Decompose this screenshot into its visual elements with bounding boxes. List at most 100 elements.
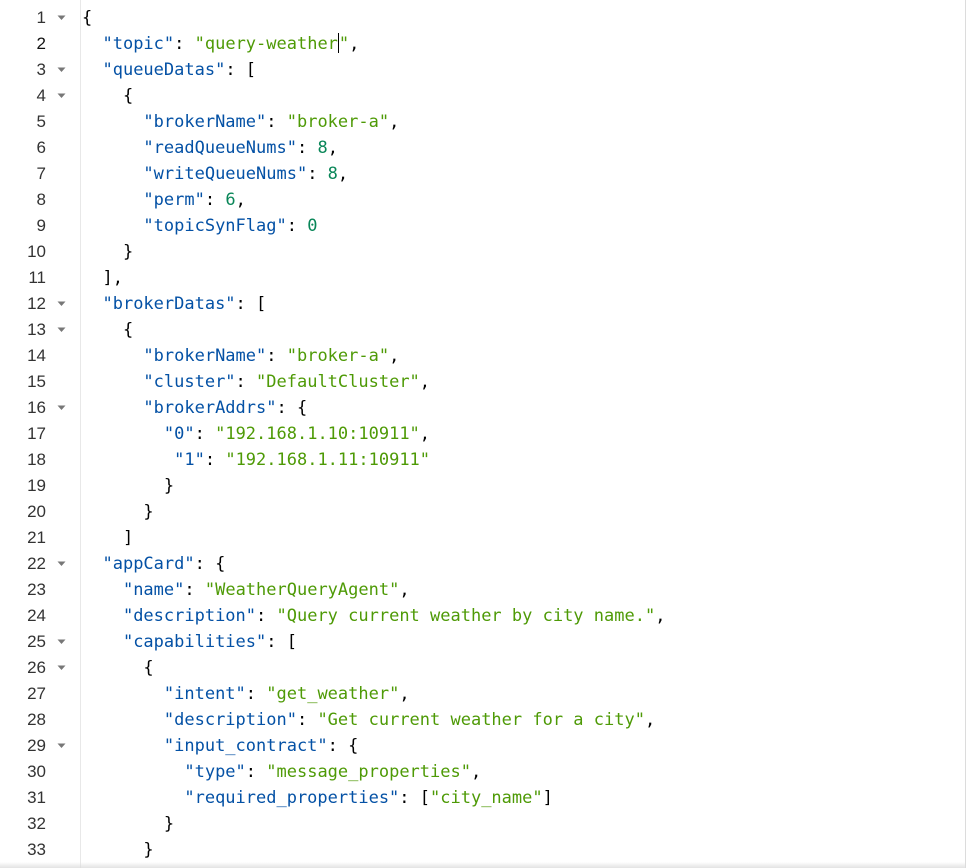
code-line[interactable]: 5 "brokerName": "broker-a",: [0, 109, 966, 135]
code-content[interactable]: "capabilities": [: [82, 629, 297, 655]
code-content[interactable]: "perm": 6,: [82, 187, 245, 213]
indent: [82, 658, 143, 678]
code-line[interactable]: 23 "name": "WeatherQueryAgent",: [0, 577, 966, 603]
json-punctuation: {: [122, 320, 134, 340]
code-content[interactable]: "brokerName": "broker-a",: [82, 343, 399, 369]
code-content[interactable]: "intent": "get_weather",: [82, 681, 410, 707]
code-content[interactable]: "topicSynFlag": 0: [82, 213, 317, 239]
code-line[interactable]: 8 "perm": 6,: [0, 187, 966, 213]
line-number: 22: [27, 554, 46, 573]
json-punctuation: }: [143, 840, 154, 860]
code-line[interactable]: 16 "brokerAddrs": {: [0, 395, 966, 421]
code-line[interactable]: 27 "intent": "get_weather",: [0, 681, 966, 707]
line-number: 33: [27, 840, 46, 859]
code-line[interactable]: 31 "required_properties": ["city_name"]: [0, 785, 966, 811]
code-line[interactable]: 17 "0": "192.168.1.10:10911",: [0, 421, 966, 447]
fold-toggle-icon[interactable]: [56, 551, 66, 577]
code-line[interactable]: 2 "topic": "query-weather",: [0, 31, 966, 57]
code-line[interactable]: 19 }: [0, 473, 966, 499]
indent: [82, 190, 143, 210]
code-content[interactable]: "type": "message_properties",: [82, 759, 481, 785]
code-line[interactable]: 11 ],: [0, 265, 966, 291]
code-content[interactable]: "0": "192.168.1.10:10911",: [82, 421, 430, 447]
json-punctuation: ,: [644, 710, 656, 730]
code-line[interactable]: 15 "cluster": "DefaultCluster",: [0, 369, 966, 395]
code-line[interactable]: 30 "type": "message_properties",: [0, 759, 966, 785]
json-key: "brokerName": [143, 112, 267, 132]
json-punctuation: :: [286, 216, 308, 236]
fold-toggle-icon[interactable]: [56, 395, 66, 421]
code-line[interactable]: 1{: [0, 5, 966, 31]
code-line[interactable]: 4 {: [0, 83, 966, 109]
code-content[interactable]: "input_contract": {: [82, 733, 358, 759]
json-string: "Get current weather for a city": [317, 710, 645, 730]
code-content[interactable]: }: [82, 837, 154, 863]
code-line[interactable]: 28 "description": "Get current weather f…: [0, 707, 966, 733]
code-content[interactable]: "description": "Get current weather for …: [82, 707, 655, 733]
code-content[interactable]: }: [82, 811, 174, 837]
code-content[interactable]: "brokerDatas": [: [82, 291, 266, 317]
json-punctuation: :: [266, 346, 287, 366]
json-key: "brokerName": [143, 346, 267, 366]
code-content[interactable]: "writeQueueNums": 8,: [82, 161, 348, 187]
json-punctuation: ,: [389, 112, 400, 132]
code-content[interactable]: ],: [82, 265, 122, 291]
code-line[interactable]: 6 "readQueueNums": 8,: [0, 135, 966, 161]
code-content[interactable]: "1": "192.168.1.11:10911": [82, 447, 430, 473]
json-key: "queueDatas": [102, 60, 226, 80]
code-line[interactable]: 14 "brokerName": "broker-a",: [0, 343, 966, 369]
code-content[interactable]: {: [82, 83, 133, 109]
json-punctuation: : {: [327, 736, 359, 756]
code-line[interactable]: 3 "queueDatas": [: [0, 57, 966, 83]
code-line[interactable]: 25 "capabilities": [: [0, 629, 966, 655]
code-line[interactable]: 7 "writeQueueNums": 8,: [0, 161, 966, 187]
code-line[interactable]: 24 "description": "Query current weather…: [0, 603, 966, 629]
code-content[interactable]: ]: [82, 525, 133, 551]
code-content[interactable]: "required_properties": ["city_name"]: [82, 785, 553, 811]
json-string: "192.168.1.10:10911": [215, 424, 420, 444]
code-line[interactable]: 18 "1": "192.168.1.11:10911": [0, 447, 966, 473]
fold-toggle-icon[interactable]: [56, 629, 66, 655]
code-line[interactable]: 13 {: [0, 317, 966, 343]
code-line[interactable]: 29 "input_contract": {: [0, 733, 966, 759]
code-content[interactable]: "description": "Query current weather by…: [82, 603, 666, 629]
code-line[interactable]: 33 }: [0, 837, 966, 863]
indent: [82, 138, 143, 158]
code-line[interactable]: 20 }: [0, 499, 966, 525]
code-content[interactable]: "topic": "query-weather",: [82, 31, 359, 57]
fold-toggle-icon[interactable]: [56, 733, 66, 759]
code-content[interactable]: }: [82, 473, 174, 499]
code-content[interactable]: "queueDatas": [: [82, 57, 256, 83]
code-content[interactable]: "brokerName": "broker-a",: [82, 109, 399, 135]
code-line[interactable]: 9 "topicSynFlag": 0: [0, 213, 966, 239]
fold-toggle-icon[interactable]: [56, 83, 66, 109]
code-content[interactable]: {: [82, 317, 133, 343]
code-content[interactable]: "brokerAddrs": {: [82, 395, 307, 421]
code-line[interactable]: 21 ]: [0, 525, 966, 551]
code-content[interactable]: "name": "WeatherQueryAgent",: [82, 577, 410, 603]
fold-toggle-icon[interactable]: [56, 57, 66, 83]
code-content[interactable]: "readQueueNums": 8,: [82, 135, 338, 161]
fold-toggle-icon[interactable]: [56, 317, 66, 343]
fold-toggle-icon[interactable]: [56, 5, 66, 31]
line-number: 29: [27, 736, 46, 755]
code-line[interactable]: 26 {: [0, 655, 966, 681]
code-line[interactable]: 12 "brokerDatas": [: [0, 291, 966, 317]
json-punctuation: ]: [542, 788, 553, 808]
code-content[interactable]: {: [82, 5, 92, 31]
indent: [82, 554, 102, 574]
code-content[interactable]: {: [82, 655, 153, 681]
code-line[interactable]: 32 }: [0, 811, 966, 837]
fold-toggle-icon[interactable]: [56, 655, 66, 681]
line-number: 19: [27, 476, 46, 495]
code-content[interactable]: }: [82, 499, 153, 525]
code-content[interactable]: "cluster": "DefaultCluster",: [82, 369, 430, 395]
code-content[interactable]: }: [82, 239, 133, 265]
json-punctuation: ,: [399, 684, 410, 704]
code-content[interactable]: "appCard": {: [82, 551, 225, 577]
code-line[interactable]: 22 "appCard": {: [0, 551, 966, 577]
code-line[interactable]: 10 }: [0, 239, 966, 265]
fold-toggle-icon[interactable]: [56, 291, 66, 317]
json-string: ": [338, 34, 350, 54]
